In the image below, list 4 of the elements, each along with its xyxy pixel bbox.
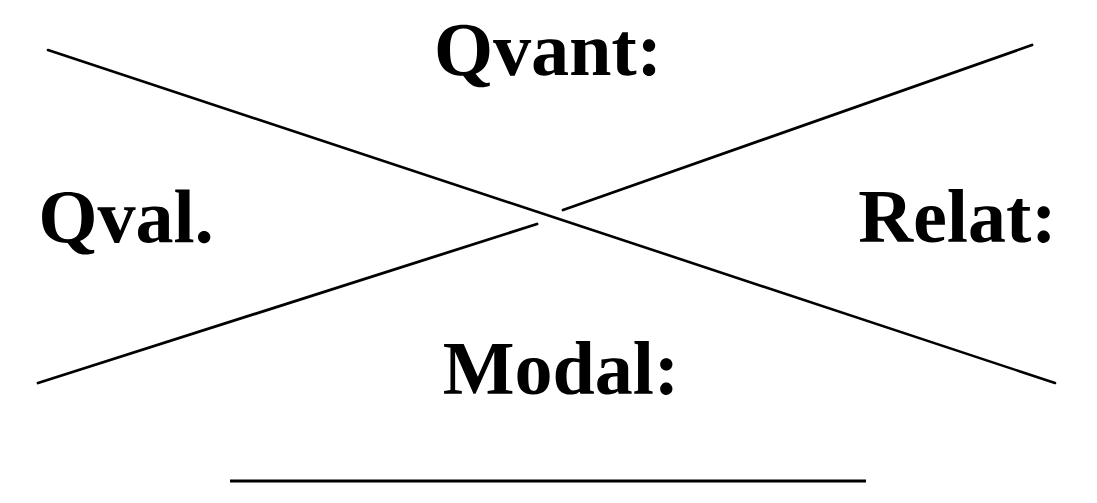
label: Relat:: [859, 189, 1050, 243]
label: Qval.: [42, 189, 211, 255]
label: Qvant:: [437, 24, 656, 88]
label: Modal:: [444, 341, 673, 395]
